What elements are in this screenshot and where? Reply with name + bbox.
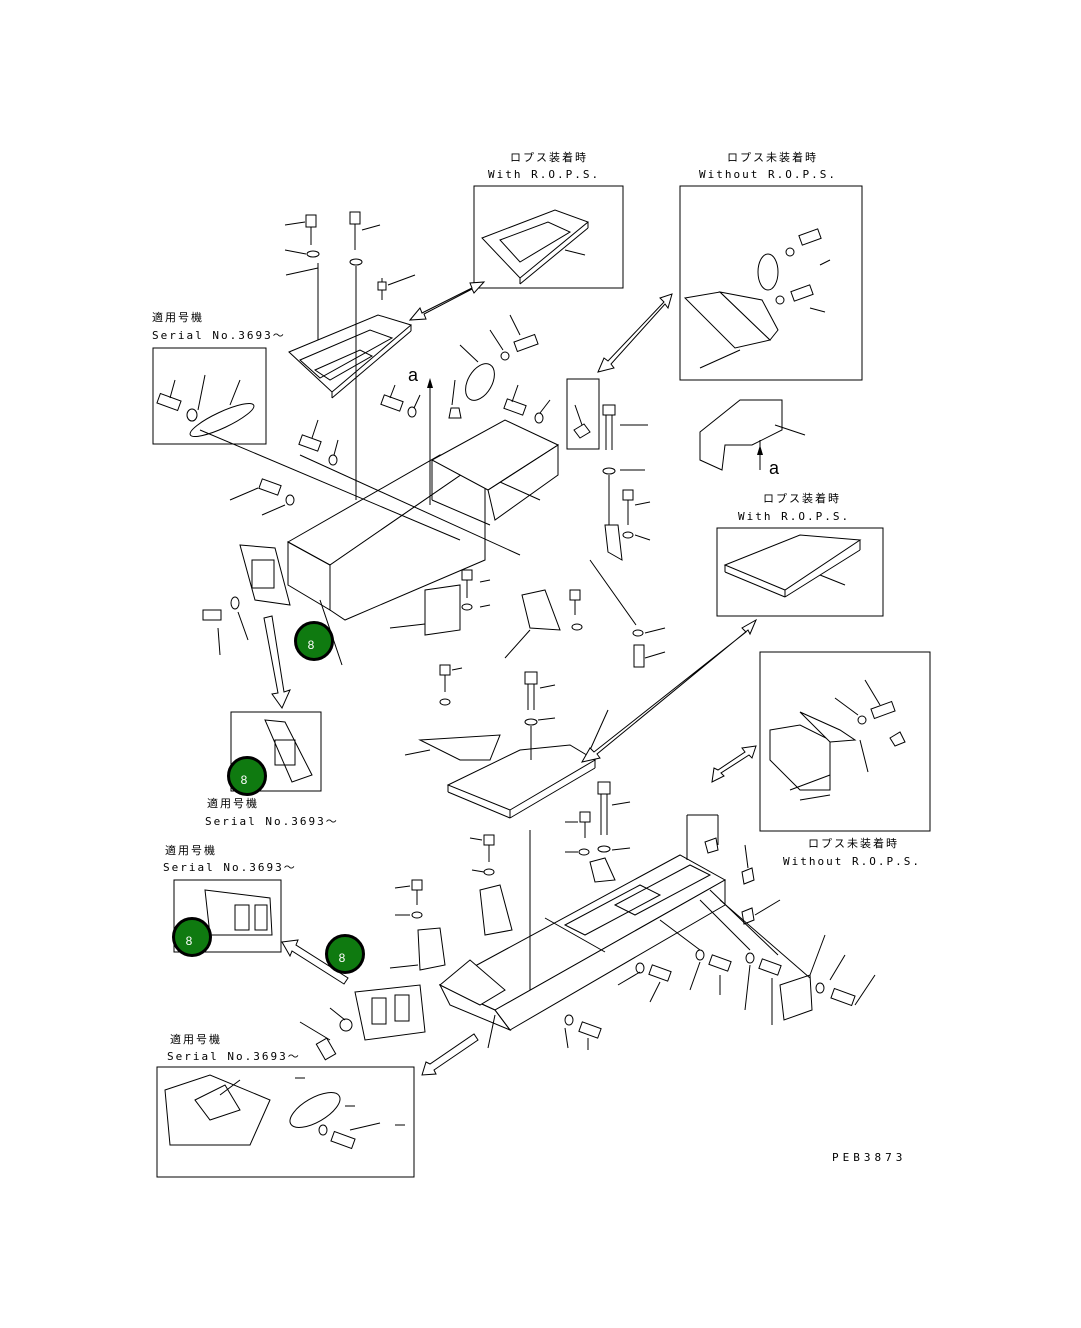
inset-with-rops-mid bbox=[716, 527, 884, 617]
arrow-a-label-upper: a bbox=[408, 365, 419, 385]
upper-handle bbox=[448, 314, 551, 424]
arrow-to-serial-lower bbox=[281, 939, 349, 985]
inset-serial-mid-plate bbox=[264, 719, 313, 783]
double-arrow-top bbox=[408, 281, 486, 321]
inset-serial-bottom-parts bbox=[164, 1074, 405, 1150]
center-floor-plate bbox=[404, 664, 609, 819]
inset-serial-mid bbox=[230, 711, 322, 792]
callout-number: 8 bbox=[338, 951, 346, 965]
callout-number: 8 bbox=[307, 638, 315, 652]
inset-without-rops-top bbox=[679, 185, 863, 381]
label-with-rops-mid-en: With R.O.P.S. bbox=[738, 510, 851, 523]
inset-with-rops-mid-plate bbox=[723, 534, 862, 598]
label-with-rops-top-en: With R.O.P.S. bbox=[488, 168, 601, 181]
callout-marker[interactable]: 8 bbox=[294, 621, 334, 661]
label-serial-bottom-en: Serial No.3693～ bbox=[167, 1050, 301, 1063]
label-without-rops-lower-en: Without R.O.P.S. bbox=[783, 855, 921, 868]
inset-without-rops-parts bbox=[683, 228, 831, 369]
inset-serial-bottom bbox=[156, 1066, 415, 1178]
label-serial-mid-en: Serial No.3693～ bbox=[205, 815, 339, 828]
inset-without-rops-lower bbox=[759, 651, 931, 832]
mid-brackets bbox=[389, 569, 583, 659]
right-bolt-nut bbox=[632, 627, 666, 668]
callout-number: 8 bbox=[240, 773, 248, 787]
label-serial-left-en: Serial No.3693～ bbox=[152, 329, 286, 342]
mid-left-bolts bbox=[202, 384, 421, 656]
label-serial-bottom-jp: 適用号機 bbox=[170, 1033, 222, 1046]
callout-marker[interactable]: 8 bbox=[172, 917, 212, 957]
label-serial-left-jp: 適用号機 bbox=[152, 311, 204, 324]
lower-right-bolts bbox=[617, 889, 876, 1025]
arrow-a-upper bbox=[427, 378, 433, 505]
label-without-rops-top-jp: ロプス未装着時 bbox=[727, 151, 818, 164]
lower-left-step bbox=[299, 984, 602, 1061]
label-without-rops-lower-jp: ロプス未装着時 bbox=[808, 837, 899, 850]
label-serial-lower-en: Serial No.3693～ bbox=[163, 861, 297, 874]
figure-code: PEB3873 bbox=[832, 1151, 907, 1164]
main-frame-lower bbox=[438, 814, 781, 1032]
inset-a-detail bbox=[566, 378, 600, 450]
lower-middle-bolts bbox=[389, 781, 631, 990]
label-serial-mid-jp: 適用号機 bbox=[207, 797, 259, 810]
inset-with-rops-top bbox=[473, 185, 624, 289]
label-without-rops-top-en: Without R.O.P.S. bbox=[699, 168, 837, 181]
upper-floor-plate bbox=[288, 314, 413, 399]
left-step-bracket bbox=[239, 544, 291, 606]
top-bolts bbox=[284, 211, 416, 500]
double-arrow-lower-right bbox=[711, 745, 757, 783]
right-tall-bolt bbox=[602, 404, 651, 561]
callout-marker[interactable]: 8 bbox=[227, 756, 267, 796]
arrow-to-serial-mid bbox=[263, 615, 291, 710]
arrow-a-label-right: a bbox=[769, 458, 780, 478]
inset-without-rops-lower-parts bbox=[769, 679, 906, 801]
inset-a-clip bbox=[573, 404, 591, 439]
inset-top-rops-plate bbox=[481, 209, 589, 285]
inset-serial-lower bbox=[173, 879, 282, 953]
label-with-rops-mid-jp: ロプス装着時 bbox=[763, 492, 841, 505]
inset-serial-left bbox=[152, 347, 267, 445]
double-arrow-mid bbox=[581, 618, 758, 763]
main-frame-upper bbox=[286, 419, 560, 621]
arrow-a-right-part bbox=[699, 399, 806, 471]
callout-marker[interactable]: 8 bbox=[325, 934, 365, 974]
inset-serial-left-parts bbox=[156, 374, 255, 437]
callout-number: 8 bbox=[185, 934, 193, 948]
label-with-rops-top-jp: ロプス装着時 bbox=[510, 151, 588, 164]
arrow-to-serial-bottom bbox=[421, 1033, 479, 1076]
inset-serial-lower-plate bbox=[204, 889, 273, 936]
label-serial-lower-jp: 適用号機 bbox=[165, 844, 217, 857]
double-arrow-right-top bbox=[597, 293, 673, 373]
